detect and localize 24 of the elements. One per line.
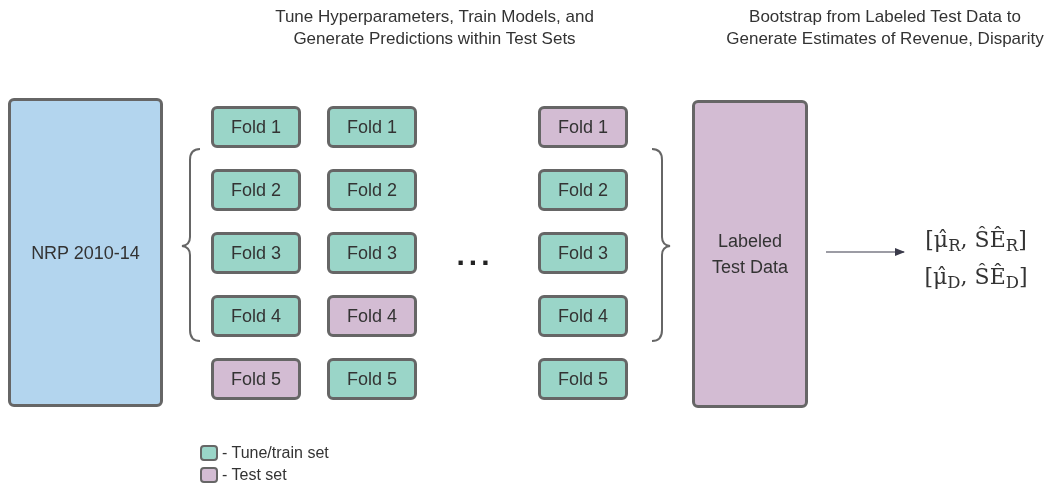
data-box: Labeled Test Data [692, 100, 808, 408]
legend-text: - Tune/train set [222, 443, 329, 463]
estimate-output: [μ̂$_{R}$, ŜÊ$_{R}$] [μ̂$_{D}$, ŜÊ$_{D}$] [912, 212, 1040, 304]
fold-box: Fold 1 [327, 106, 417, 148]
data-box: NRP 2010-14 [8, 98, 163, 407]
fold-box: Fold 4 [327, 295, 417, 337]
fold-box: Fold 3 [211, 232, 301, 274]
fold-box: Fold 2 [538, 169, 628, 211]
fold-box: Fold 3 [538, 232, 628, 274]
column-heading: Bootstrap from Labeled Test Data to Generate Estimates of Revenue, Disparity [725, 6, 1044, 50]
arrow [825, 248, 905, 256]
column-heading: Tune Hyperparameters, Train Models, and Generate Predictions within Test Sets [274, 6, 595, 50]
fold-box: Fold 2 [211, 169, 301, 211]
fold-box: Fold 5 [538, 358, 628, 400]
fold-box: Fold 5 [211, 358, 301, 400]
fold-box: Fold 1 [538, 106, 628, 148]
ellipsis: ... [455, 237, 495, 273]
fold-box: Fold 4 [538, 295, 628, 337]
fold-box: Fold 2 [327, 169, 417, 211]
fold-box: Fold 1 [211, 106, 301, 148]
fold-box: Fold 4 [211, 295, 301, 337]
fold-box: Fold 3 [327, 232, 417, 274]
legend-text: - Test set [222, 465, 287, 485]
fold-box: Fold 5 [327, 358, 417, 400]
